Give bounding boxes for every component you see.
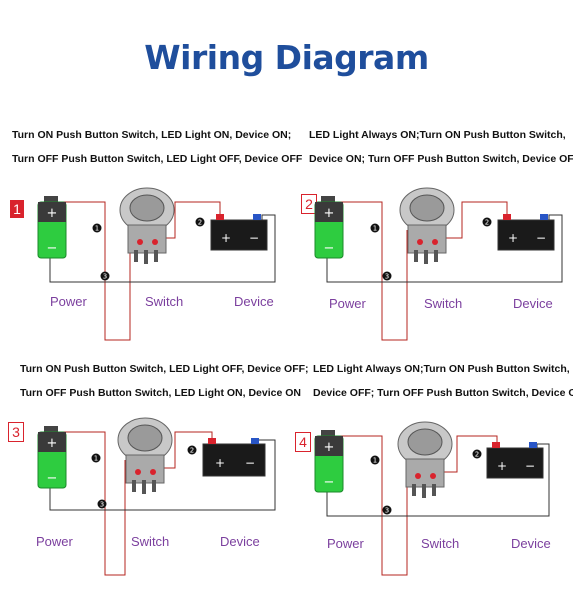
panel-description-line-1: LED Light Always ON;Turn ON Push Button …	[313, 363, 570, 375]
wire-3	[326, 214, 563, 283]
device-plus-label: +	[497, 459, 507, 473]
device-minus-label: −	[536, 231, 546, 245]
battery-minus-label: −	[47, 241, 58, 256]
device-label: Device	[220, 534, 260, 549]
panel-description-line-2: Turn OFF Push Button Switch, LED Light O…	[12, 153, 303, 165]
switch-label: Switch	[131, 534, 170, 549]
power-label: Power	[327, 536, 364, 551]
device-icon: + −	[202, 438, 266, 477]
wire-number-3: 3	[103, 273, 107, 281]
wire-2	[427, 201, 508, 239]
battery-icon: + −	[314, 196, 344, 259]
wire-lines	[326, 201, 563, 341]
panel-description-line-2: Turn OFF Push Button Switch, LED Light O…	[20, 387, 301, 399]
battery-minus-label: −	[324, 475, 335, 490]
wire-number-1: 1	[373, 457, 377, 465]
power-label: Power	[329, 296, 366, 311]
wire-number-markers: 1 2 3	[370, 217, 492, 281]
battery-icon: + −	[314, 430, 344, 493]
wire-1	[333, 435, 408, 576]
wire-number-2: 2	[198, 219, 202, 227]
wiring-schematic: + − + − 1 2 3	[314, 421, 550, 576]
power-label: Power	[36, 534, 73, 549]
wire-number-3: 3	[385, 507, 389, 515]
wire-lines	[49, 201, 276, 341]
panel-number-badge: 1	[10, 200, 24, 218]
switch-label: Switch	[421, 536, 460, 551]
wire-number-1: 1	[94, 455, 98, 463]
wire-number-2: 2	[475, 451, 479, 459]
push-button-switch-icon	[119, 187, 175, 264]
device-minus-label: −	[245, 456, 255, 470]
battery-minus-label: −	[324, 241, 335, 256]
battery-icon: + −	[37, 426, 67, 489]
wiring-schematic: + − + − 1 2 3	[37, 417, 276, 576]
wiring-panel-1: Turn ON Push Button Switch, LED Light ON…	[0, 100, 303, 350]
wiring-panel-2: LED Light Always ON;Turn ON Push Button …	[287, 100, 573, 350]
page-title: Wiring Diagram	[144, 38, 429, 77]
device-icon: + −	[497, 214, 555, 251]
battery-plus-label: +	[47, 206, 58, 221]
power-label: Power	[50, 294, 87, 309]
wire-number-markers: 1 2 3	[91, 445, 197, 509]
device-plus-label: +	[221, 231, 231, 245]
battery-minus-label: −	[47, 471, 58, 486]
wire-2	[427, 435, 498, 473]
panel-description-line-1: LED Light Always ON;Turn ON Push Button …	[309, 129, 566, 141]
switch-label: Switch	[424, 296, 463, 311]
wiring-schematic: + − + − 1 2 3	[37, 187, 276, 341]
panel-description-line-1: Turn ON Push Button Switch, LED Light OF…	[20, 363, 309, 375]
device-plus-label: +	[215, 456, 225, 470]
wire-3	[49, 214, 276, 283]
device-label: Device	[511, 536, 551, 551]
wire-number-markers: 1 2 3	[370, 449, 482, 515]
battery-plus-label: +	[324, 206, 335, 221]
wire-1	[333, 201, 408, 341]
wiring-panel-4: LED Light Always ON;Turn ON Push Button …	[287, 340, 573, 590]
push-button-switch-icon	[397, 421, 453, 498]
wire-2	[150, 201, 221, 239]
panel-description-line-1: Turn ON Push Button Switch, LED Light ON…	[12, 129, 292, 141]
wire-number-1: 1	[373, 225, 377, 233]
panel-number-badge: 4	[295, 432, 311, 452]
wire-1	[56, 201, 131, 341]
push-button-switch-icon	[399, 187, 455, 264]
wire-number-2: 2	[485, 219, 489, 227]
device-icon: + −	[210, 214, 268, 251]
device-minus-label: −	[525, 459, 535, 473]
switch-label: Switch	[145, 294, 184, 309]
panel-number-badge: 3	[8, 422, 24, 442]
device-label: Device	[234, 294, 274, 309]
battery-plus-label: +	[47, 436, 58, 451]
device-label: Device	[513, 296, 553, 311]
panel-number-badge: 2	[301, 194, 317, 214]
wire-number-1: 1	[95, 225, 99, 233]
device-icon: + −	[486, 442, 544, 479]
wire-number-2: 2	[190, 447, 194, 455]
panel-description-line-2: Device ON; Turn OFF Push Button Switch, …	[309, 153, 573, 165]
battery-icon: + −	[37, 196, 67, 259]
wire-2	[150, 431, 213, 469]
device-plus-label: +	[508, 231, 518, 245]
wire-number-3: 3	[385, 273, 389, 281]
wiring-schematic: + − + − 1 2 3	[314, 187, 563, 341]
wire-number-markers: 1 2 3	[92, 217, 205, 281]
push-button-switch-icon	[117, 417, 173, 494]
device-minus-label: −	[249, 231, 259, 245]
panel-description-line-2: Device OFF; Turn OFF Push Button Switch,…	[313, 387, 573, 399]
battery-plus-label: +	[324, 440, 335, 455]
wiring-panel-3: Turn ON Push Button Switch, LED Light OF…	[0, 340, 309, 590]
wire-number-3: 3	[100, 501, 104, 509]
